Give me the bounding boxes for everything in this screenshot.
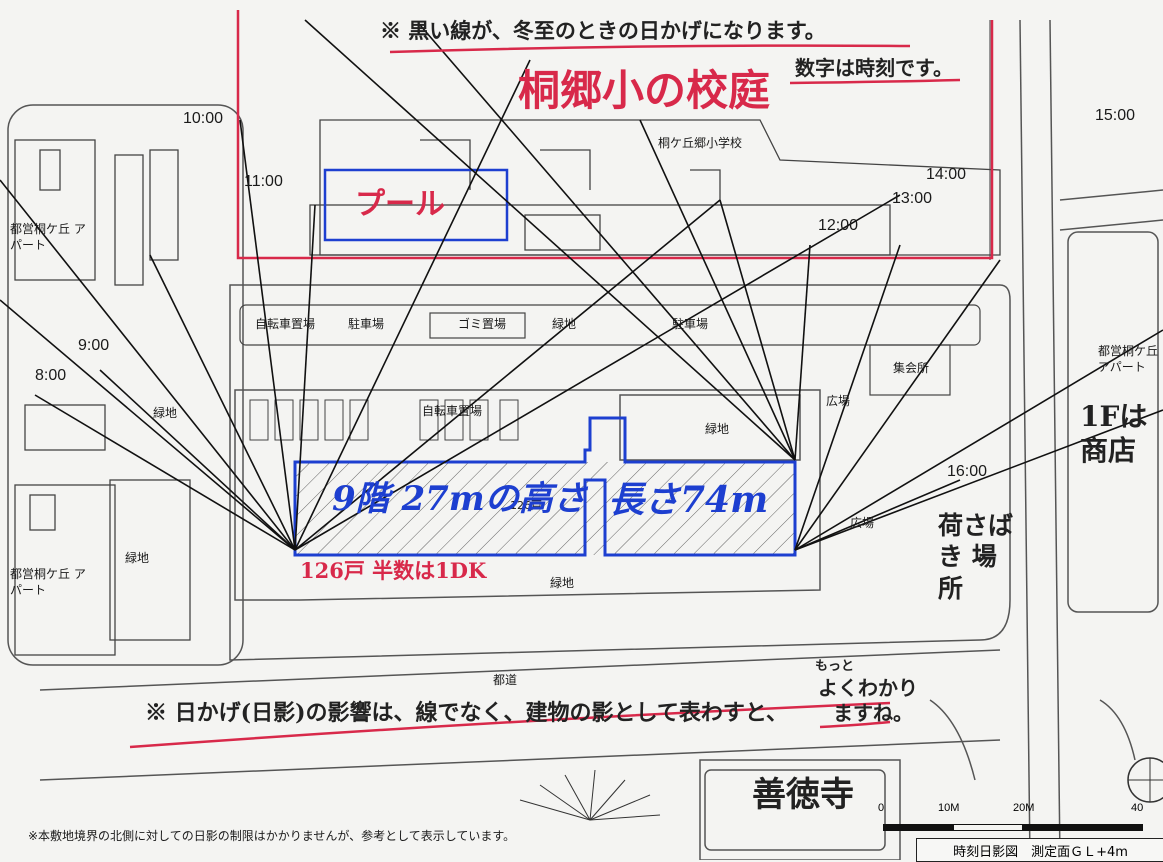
legend-caption: 時刻日影図 測定面ＧＬ+4m bbox=[916, 838, 1163, 862]
scale-segment-2 bbox=[953, 824, 1023, 831]
scale-tick-40: 40 bbox=[1131, 802, 1144, 814]
road-label: 都道 bbox=[493, 673, 518, 687]
time-label-10: 10:00 bbox=[183, 110, 224, 127]
time-label-16: 16:00 bbox=[947, 463, 988, 480]
footer-note: ※本敷地境界の北側に対しての日影の制限はかかりませんが、参考として表示しています… bbox=[28, 829, 516, 843]
ground-floor-note: 1Fは 商店 bbox=[1080, 400, 1148, 467]
site-outlines bbox=[7, 19, 1163, 860]
building-units-label: 126戸 bbox=[510, 499, 542, 512]
green-area-label-1: 緑地 bbox=[552, 317, 577, 331]
meeting-hall-label: 集会所 bbox=[893, 361, 930, 375]
plaza-label-2: 広場 bbox=[850, 516, 875, 530]
green-area-label-5: 緑地 bbox=[550, 576, 575, 590]
green-area-label-4: 緑地 bbox=[125, 551, 150, 565]
units-note: 126戸 半数は1DK bbox=[300, 558, 487, 583]
shadow-note: ※ 黒い線が、冬至のときの日かげになります。 bbox=[380, 18, 826, 43]
green-area-label-2: 緑地 bbox=[153, 406, 178, 420]
apartment-label-left-top: 都営桐ケ丘 アパート bbox=[10, 222, 86, 252]
pool-label: プール bbox=[355, 187, 445, 222]
scale-tick-0: 0 bbox=[878, 802, 885, 814]
red-underlines bbox=[129, 44, 961, 749]
school-yard-outline bbox=[236, 10, 994, 260]
numbers-note: 数字は時刻です。 bbox=[795, 56, 953, 80]
pool-outline bbox=[323, 168, 509, 242]
green-area-label-3: 緑地 bbox=[705, 422, 730, 436]
time-label-9: 9:00 bbox=[78, 337, 110, 354]
scale-segment-3 bbox=[1023, 824, 1143, 831]
sun-fan bbox=[519, 769, 661, 821]
planned-building bbox=[293, 416, 797, 557]
apartment-label-left-bottom: 都営桐ケ丘 アパート bbox=[10, 567, 86, 597]
time-label-8: 8:00 bbox=[35, 367, 67, 384]
scale-bar: 0 10M 20M 40 bbox=[878, 802, 1144, 852]
loading-area-note: 荷さばき 場所 bbox=[938, 511, 1014, 603]
bike-parking-label-2: 自転車置場 bbox=[422, 404, 483, 418]
shadow-lines-right bbox=[304, 19, 1163, 551]
temple-label: 善徳寺 bbox=[752, 775, 854, 815]
plaza-label-1: 広場 bbox=[826, 394, 851, 408]
time-label-12: 12:00 bbox=[818, 217, 859, 234]
apartment-label-right: 都営桐ケ丘 アパート bbox=[1098, 344, 1159, 374]
car-parking-label-2: 駐車場 bbox=[672, 317, 709, 331]
time-label-13: 13:00 bbox=[892, 190, 933, 207]
bike-parking-label-1: 自転車置場 bbox=[255, 317, 316, 331]
time-label-15: 15:00 bbox=[1095, 107, 1136, 124]
school-yard-label: 桐郷小の校庭 bbox=[518, 66, 771, 115]
bottom-note-insert: もっと bbox=[815, 659, 855, 674]
car-parking-label-1: 駐車場 bbox=[348, 317, 385, 331]
time-label-11: 11:00 bbox=[244, 173, 283, 190]
scale-tick-20: 20M bbox=[1013, 802, 1035, 814]
building-height-label: 9階 27mの高さ bbox=[332, 479, 587, 519]
scale-tick-10: 10M bbox=[938, 802, 960, 814]
school-buildings bbox=[309, 119, 1001, 256]
time-label-14: 14:00 bbox=[926, 166, 967, 183]
school-name-label: 桐ケ丘郷小学校 bbox=[658, 136, 743, 150]
left-apartments bbox=[14, 139, 191, 656]
garbage-area-label: ゴミ置場 bbox=[458, 317, 507, 331]
bottom-note-end-2: ますね。 bbox=[833, 701, 913, 725]
bottom-note-end-1: よくわかり bbox=[818, 676, 918, 700]
building-length-label: 長さ74m bbox=[608, 479, 769, 521]
bottom-note: ※ 日かげ(日影)の影響は、線でなく、建物の影として表わすと、 bbox=[145, 700, 788, 726]
scale-segment-1 bbox=[883, 824, 953, 831]
shadow-lines-left bbox=[0, 59, 901, 551]
